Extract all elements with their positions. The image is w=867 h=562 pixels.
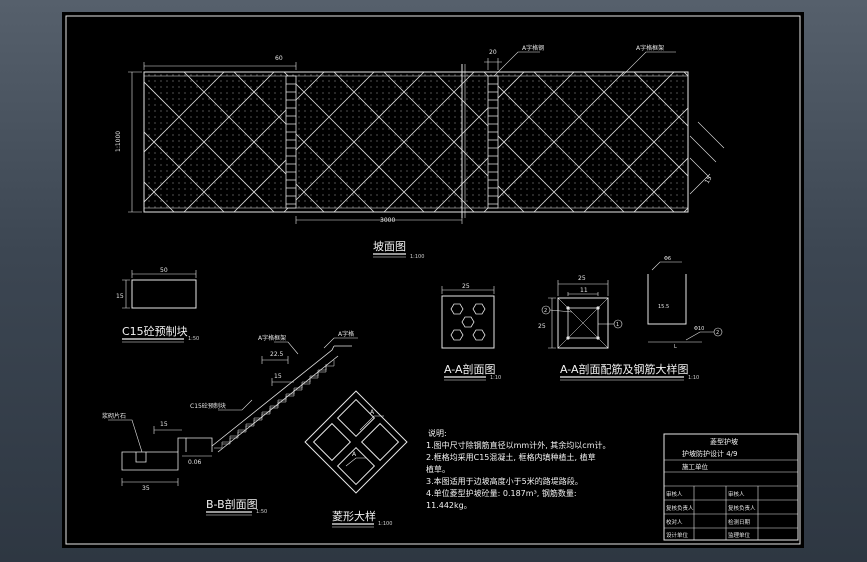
callout-left: A字格钢 xyxy=(522,44,544,52)
notes-line-4: 3.本图适用于边坡高度小于5米的路堤路段。 xyxy=(426,476,583,486)
notes-line-3: 植草。 xyxy=(426,464,450,474)
bb-callout-top2: A字格 xyxy=(338,330,354,338)
aa-title: A-A剖面图 xyxy=(444,362,496,376)
tb-r3-c3: 检测日期 xyxy=(728,518,751,526)
drawing-sheet: 60 20 3000 1:1000 15 A字格钢 A字格框架 坡面图 1:10… xyxy=(62,12,804,548)
rebar-dim-h: 25 xyxy=(538,323,546,330)
tb-r2-c1: 复核负责人 xyxy=(666,504,694,512)
bb-dim-5: 0.06 xyxy=(188,459,202,466)
dim-bottom: 3000 xyxy=(380,217,395,224)
block-dim-h: 15 xyxy=(116,293,124,300)
section-aa-rebar-view: 1 2 25 11 25 A-A剖面配筋及钢筋大样图 1:10 xyxy=(538,275,699,381)
bb-scale: 1:50 xyxy=(256,509,267,515)
ladder-strip-right xyxy=(487,75,499,209)
tb-r2-c3: 复核负责人 xyxy=(728,504,756,512)
bb-callout-top: A字格框架 xyxy=(258,334,286,342)
diamond-dim-2: A xyxy=(352,451,357,458)
dim-top-mid: 20 xyxy=(489,49,497,56)
block-scale: 1:50 xyxy=(188,336,199,342)
notes-line-2: 2.框格均采用C15混凝土, 框格内填种植土, 植草 xyxy=(426,452,596,462)
block-dim-w: 50 xyxy=(160,267,168,274)
elevation-leaders xyxy=(493,51,676,77)
bb-dim-2: 15 xyxy=(274,373,282,380)
detail-dim-side: 15.5 xyxy=(658,304,669,310)
title-block: 菱型护坡 护坡防护设计 4/9 施工单位 审核人 审核人 复核负责人 复核负责人… xyxy=(663,433,799,541)
callout-right: A字格框架 xyxy=(636,44,664,52)
aa-dim-w: 25 xyxy=(462,283,470,290)
detail-mark: 2 xyxy=(716,330,719,336)
tb-r4-c3: 监理单位 xyxy=(728,531,751,539)
precast-block-view: 50 15 C15砼预制块 1:50 xyxy=(116,267,199,343)
bb-callout-left: 浆砌片石 xyxy=(102,412,126,420)
rebar-mark-1: 1 xyxy=(616,322,619,328)
section-bb-view: 22.5 15 15 35 0.06 A字格 A字格框架 C15砼预制块 浆砌片… xyxy=(102,330,358,516)
title-line-1: 菱型护坡 xyxy=(710,437,738,446)
elevation-hatch xyxy=(144,72,688,212)
dim-top-left: 60 xyxy=(275,55,283,62)
tb-r1-c1: 审核人 xyxy=(666,490,683,498)
elevation-fill xyxy=(144,72,688,212)
notes-line-6: 11.442kg。 xyxy=(426,501,472,510)
dim-left: 1:1000 xyxy=(115,131,122,152)
block-title: C15砼预制块 xyxy=(122,325,188,338)
bb-dim-3: 15 xyxy=(160,421,168,428)
tb-r1-c3: 审核人 xyxy=(728,490,745,498)
rebar-mark-2: 2 xyxy=(544,308,547,314)
title-line-2: 护坡防护设计 4/9 xyxy=(682,449,738,458)
notes-line-5: 4.单位菱型护坡砼量: 0.187m³, 钢筋数量: xyxy=(426,488,577,498)
bb-dims xyxy=(108,337,358,486)
dim-right: 15 xyxy=(704,175,714,185)
rebar-bend-detail: Φ6 15.5 Φ10 L 2 xyxy=(647,256,723,350)
rebar-dim-inner: 11 xyxy=(580,287,588,294)
bb-callout-mid: C15砼预制块 xyxy=(190,402,226,410)
aa-scale: 1:10 xyxy=(490,375,501,381)
elevation-scale: 1:100 xyxy=(410,254,424,260)
diamond-scale: 1:100 xyxy=(378,521,392,527)
aa-hexes xyxy=(450,303,486,341)
rebar-scale: 1:10 xyxy=(688,375,699,381)
diamond-detail-view: A A 菱形大样 1:100 xyxy=(304,390,408,528)
tb-r4-c1: 设计单位 xyxy=(666,531,689,539)
tb-row-header: 施工单位 xyxy=(682,462,709,471)
diamond-title: 菱形大样 xyxy=(332,509,376,523)
bb-steps xyxy=(214,360,335,449)
notes-line-1: 1.图中尺寸除钢筋直径以mm计外, 其余均以cm计。 xyxy=(426,440,611,450)
elevation-dimensions xyxy=(128,58,725,224)
detail-dim-bottom: Φ10 xyxy=(694,326,704,332)
rebar-dim-w: 25 xyxy=(578,275,586,282)
rebar-title: A-A剖面配筋及钢筋大样图 xyxy=(560,362,689,376)
elevation-view: 60 20 3000 1:1000 15 A字格钢 A字格框架 坡面图 1:10… xyxy=(115,44,725,260)
notes-heading: 说明: xyxy=(428,428,447,438)
diamond-dim-1: A xyxy=(370,409,375,416)
notes-block: 说明: 1.图中尺寸除钢筋直径以mm计外, 其余均以cm计。 2.框格均采用C1… xyxy=(426,428,611,510)
elevation-title: 坡面图 xyxy=(373,240,406,253)
bb-dim-4: 35 xyxy=(142,485,150,492)
ladder-strip-left xyxy=(285,75,297,209)
section-aa-view: 25 A-A剖面图 1:10 xyxy=(441,283,501,381)
detail-label-l: L xyxy=(674,344,677,350)
tb-r3-c1: 校对人 xyxy=(666,518,683,526)
bb-dim-1: 22.5 xyxy=(270,351,284,358)
bb-title: B-B剖面图 xyxy=(206,497,258,511)
detail-dim-top: Φ6 xyxy=(664,256,671,262)
sheet-border xyxy=(65,15,801,545)
